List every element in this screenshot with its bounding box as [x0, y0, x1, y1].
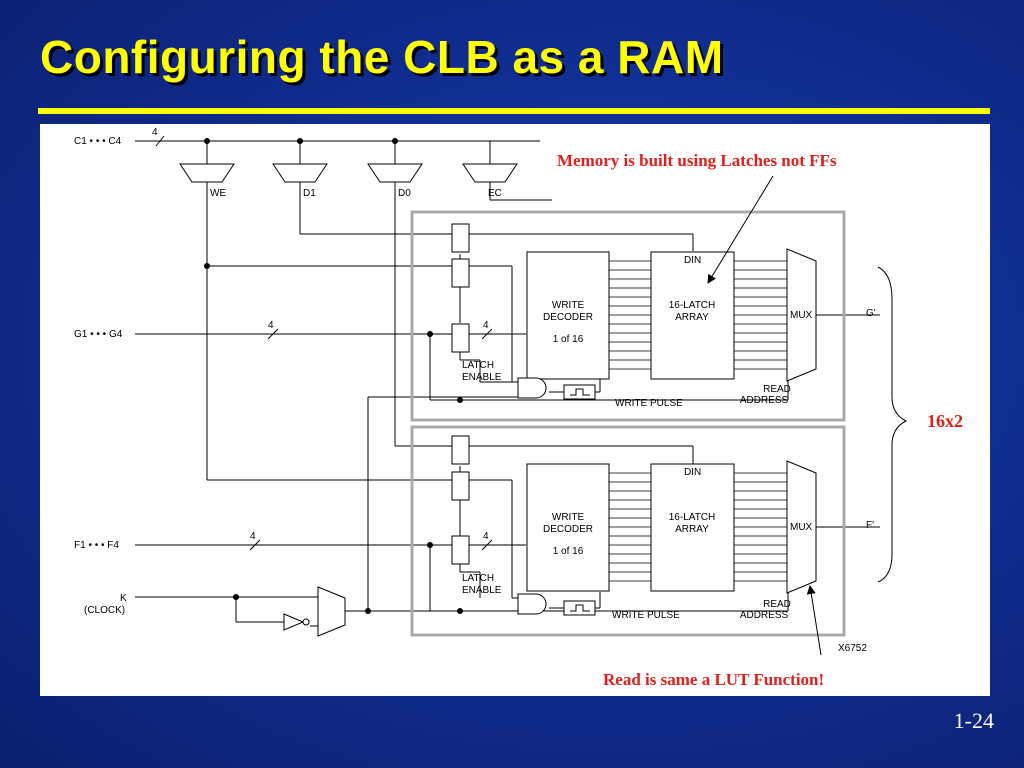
g-latch-enable-1: LATCH	[462, 360, 494, 371]
f-mux-label: MUX	[790, 522, 813, 533]
clb-ram-diagram: C1 • • • C4 4 WE D1 D0 EC G1 • • • G4 4 …	[40, 124, 990, 696]
g-decoder-label-1: WRITE	[552, 300, 585, 311]
slide-title: Configuring the CLB as a RAM	[40, 31, 724, 83]
f-read-address-1: READ	[763, 599, 791, 610]
f-array-label-1: 16-LATCH	[669, 512, 716, 523]
f-decoder-label-1: WRITE	[552, 512, 585, 523]
f-write-pulse-label: WRITE PULSE	[612, 610, 680, 621]
inverter	[283, 613, 305, 631]
size-note: 16x2	[927, 411, 963, 431]
latch-arrow	[707, 175, 774, 284]
slide-number: 1-24	[953, 708, 994, 733]
f-latch-enable-2: ENABLE	[462, 585, 502, 596]
g-bus-width-inner: 4	[483, 320, 489, 331]
f-ram-block	[410, 425, 846, 637]
d1-mux	[272, 163, 328, 183]
g-din-label: DIN	[684, 255, 701, 266]
g-array-label-2: ARRAY	[675, 312, 709, 323]
ec-label: EC	[488, 188, 502, 199]
g-decoder-label-3: 1 of 16	[553, 334, 584, 345]
f-input-label: F1 • • • F4	[74, 540, 119, 551]
c-bus-width: 4	[152, 127, 158, 138]
ec-mux	[462, 163, 518, 183]
g-array-label-1: 16-LATCH	[669, 300, 716, 311]
clock-mux	[317, 586, 346, 637]
g-read-address-1: READ	[763, 384, 791, 395]
lut-arrow	[806, 585, 822, 656]
f-decoder-label-3: 1 of 16	[553, 546, 584, 557]
d0-label: D0	[398, 188, 411, 199]
size-bracket	[877, 266, 908, 583]
k-input-label: K	[120, 593, 127, 604]
lut-note: Read is same a LUT Function!	[603, 670, 824, 689]
g-write-pulse-label: WRITE PULSE	[615, 398, 683, 409]
f-bus-width: 4	[250, 531, 256, 542]
figure-id: X6752	[838, 643, 867, 654]
g-mux-label: MUX	[790, 310, 813, 321]
title-divider	[38, 108, 990, 114]
g-bus-width: 4	[268, 320, 274, 331]
latches-note: Memory is built using Latches not FFs	[557, 151, 837, 170]
f-latch-enable-1: LATCH	[462, 573, 494, 584]
f-bus-width-inner: 4	[483, 531, 489, 542]
g-input-label: G1 • • • G4	[74, 329, 123, 340]
d1-label: D1	[303, 188, 316, 199]
g-read-address-2: ADDRESS	[740, 395, 789, 406]
d0-mux	[367, 163, 423, 183]
g-decoder-label-2: DECODER	[543, 312, 593, 323]
clock-label: (CLOCK)	[84, 605, 125, 616]
f-output-label: F'	[866, 520, 874, 531]
g-latch-enable-2: ENABLE	[462, 372, 502, 383]
g-ram-block	[410, 210, 846, 422]
we-label: WE	[210, 188, 226, 199]
c-input-label: C1 • • • C4	[74, 136, 122, 147]
g-output-label: G'	[866, 308, 876, 319]
f-read-address-2: ADDRESS	[740, 610, 789, 621]
f-din-label: DIN	[684, 467, 701, 478]
f-array-label-2: ARRAY	[675, 524, 709, 535]
f-decoder-label-2: DECODER	[543, 524, 593, 535]
we-mux	[179, 163, 235, 183]
